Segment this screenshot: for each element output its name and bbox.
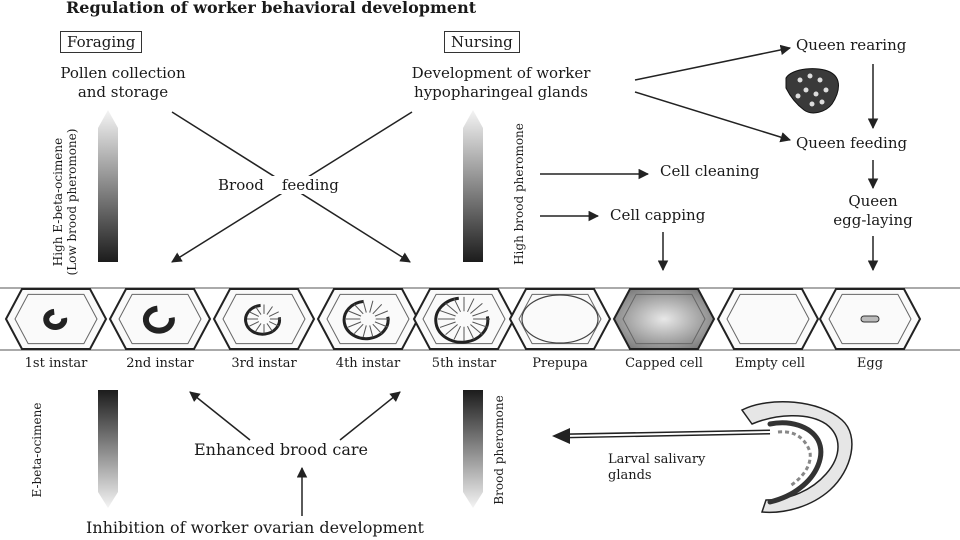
larva-5th-instar bbox=[434, 296, 490, 344]
pollen-line-1: Pollen collection bbox=[60, 64, 186, 82]
inhibition-label: Inhibition of worker ovarian development bbox=[86, 518, 424, 537]
feeding-word: feeding bbox=[281, 176, 339, 194]
brood-word: Brood bbox=[218, 176, 264, 194]
stage-label-egg: Egg bbox=[856, 356, 884, 371]
pollen-collection-label: Pollen collection and storage bbox=[18, 64, 228, 102]
stage-label-4th-instar: 4th instar bbox=[335, 356, 401, 371]
hypo-line-2: hypopharingeal glands bbox=[414, 83, 588, 101]
left-lower-vertical-label: E-beta-ocimene bbox=[30, 402, 44, 498]
nursing-box: Nursing bbox=[444, 31, 520, 53]
left-vert-line-1: High E-beta-ocimene bbox=[51, 137, 65, 267]
left-upper-gradient-bar bbox=[98, 110, 118, 262]
larva-2nd-instar bbox=[142, 305, 175, 334]
stage-label-prepupa: Prepupa bbox=[532, 356, 588, 371]
hypo-line-1: Development of worker bbox=[411, 64, 591, 82]
queen-egg-laying-label: Queen egg-laying bbox=[812, 192, 934, 230]
larva-4th-instar bbox=[342, 299, 390, 341]
comb-cells bbox=[4, 288, 922, 350]
cell-cleaning-label: Cell cleaning bbox=[660, 162, 760, 180]
left-upper-vertical-label: High E-beta-ocimene (Low brood pheromone… bbox=[51, 122, 85, 282]
stage-label-2nd-instar: 2nd instar bbox=[126, 356, 194, 371]
left-lower-gradient-bar bbox=[98, 390, 118, 508]
mid-upper-gradient-bar bbox=[463, 110, 483, 262]
arrowhead-pheromone bbox=[552, 428, 570, 444]
cell-3rd-instar bbox=[212, 288, 316, 350]
prepupa-shape bbox=[521, 294, 599, 344]
cell-capping-label: Cell capping bbox=[610, 206, 706, 224]
cell-1st-instar bbox=[4, 288, 108, 350]
cell-capped bbox=[612, 288, 716, 350]
salivary-gland-illustration bbox=[740, 401, 853, 514]
foraging-box: Foraging bbox=[60, 31, 143, 53]
enhanced-brood-care-label: Enhanced brood care bbox=[194, 440, 368, 459]
left-vert-line-2: (Low brood pheromone) bbox=[65, 128, 79, 276]
cell-empty bbox=[716, 288, 820, 350]
stage-label-1st-instar: 1st instar bbox=[24, 356, 88, 371]
stage-label-3rd-instar: 3rd instar bbox=[231, 356, 297, 371]
egg-shape bbox=[860, 315, 880, 323]
mid-upper-vertical-label: High brood pheromone bbox=[512, 123, 526, 265]
larva-1st-instar bbox=[43, 308, 68, 331]
arrow-to-queen-feeding bbox=[634, 91, 792, 143]
hypopharyngeal-label: Development of worker hypopharingeal gla… bbox=[368, 64, 634, 102]
larval-salivary-label: Larval salivary glands bbox=[608, 452, 705, 484]
salivary-line-2: glands bbox=[608, 468, 652, 483]
stage-label-5th-instar: 5th instar bbox=[431, 356, 497, 371]
queen-egg-line-1: Queen bbox=[848, 192, 898, 210]
diagram-title: Regulation of worker behavioral developm… bbox=[66, 0, 477, 17]
mid-lower-gradient-bar bbox=[463, 390, 483, 508]
queen-rearing-label: Queen rearing bbox=[796, 36, 907, 54]
salivary-line-1: Larval salivary bbox=[608, 452, 706, 467]
cell-2nd-instar bbox=[108, 288, 212, 350]
brood-feeding-label: Brood feeding bbox=[218, 176, 339, 194]
stage-label-empty-cell: Empty cell bbox=[734, 356, 806, 371]
arrow-care-right bbox=[339, 391, 401, 441]
queen-feeding-label: Queen feeding bbox=[796, 134, 908, 152]
arrow-care-left bbox=[189, 391, 251, 441]
larva-3rd-instar bbox=[244, 303, 282, 336]
stage-label-capped-cell: Capped cell bbox=[625, 356, 703, 371]
cell-prepupa bbox=[508, 288, 612, 350]
mid-lower-vertical-label: Brood pheromone bbox=[492, 395, 506, 505]
queen-egg-line-2: egg-laying bbox=[833, 211, 913, 229]
queen-cell-illustration bbox=[785, 68, 839, 114]
pollen-line-2: and storage bbox=[77, 83, 169, 101]
arrow-to-queen-rearing bbox=[634, 44, 792, 81]
